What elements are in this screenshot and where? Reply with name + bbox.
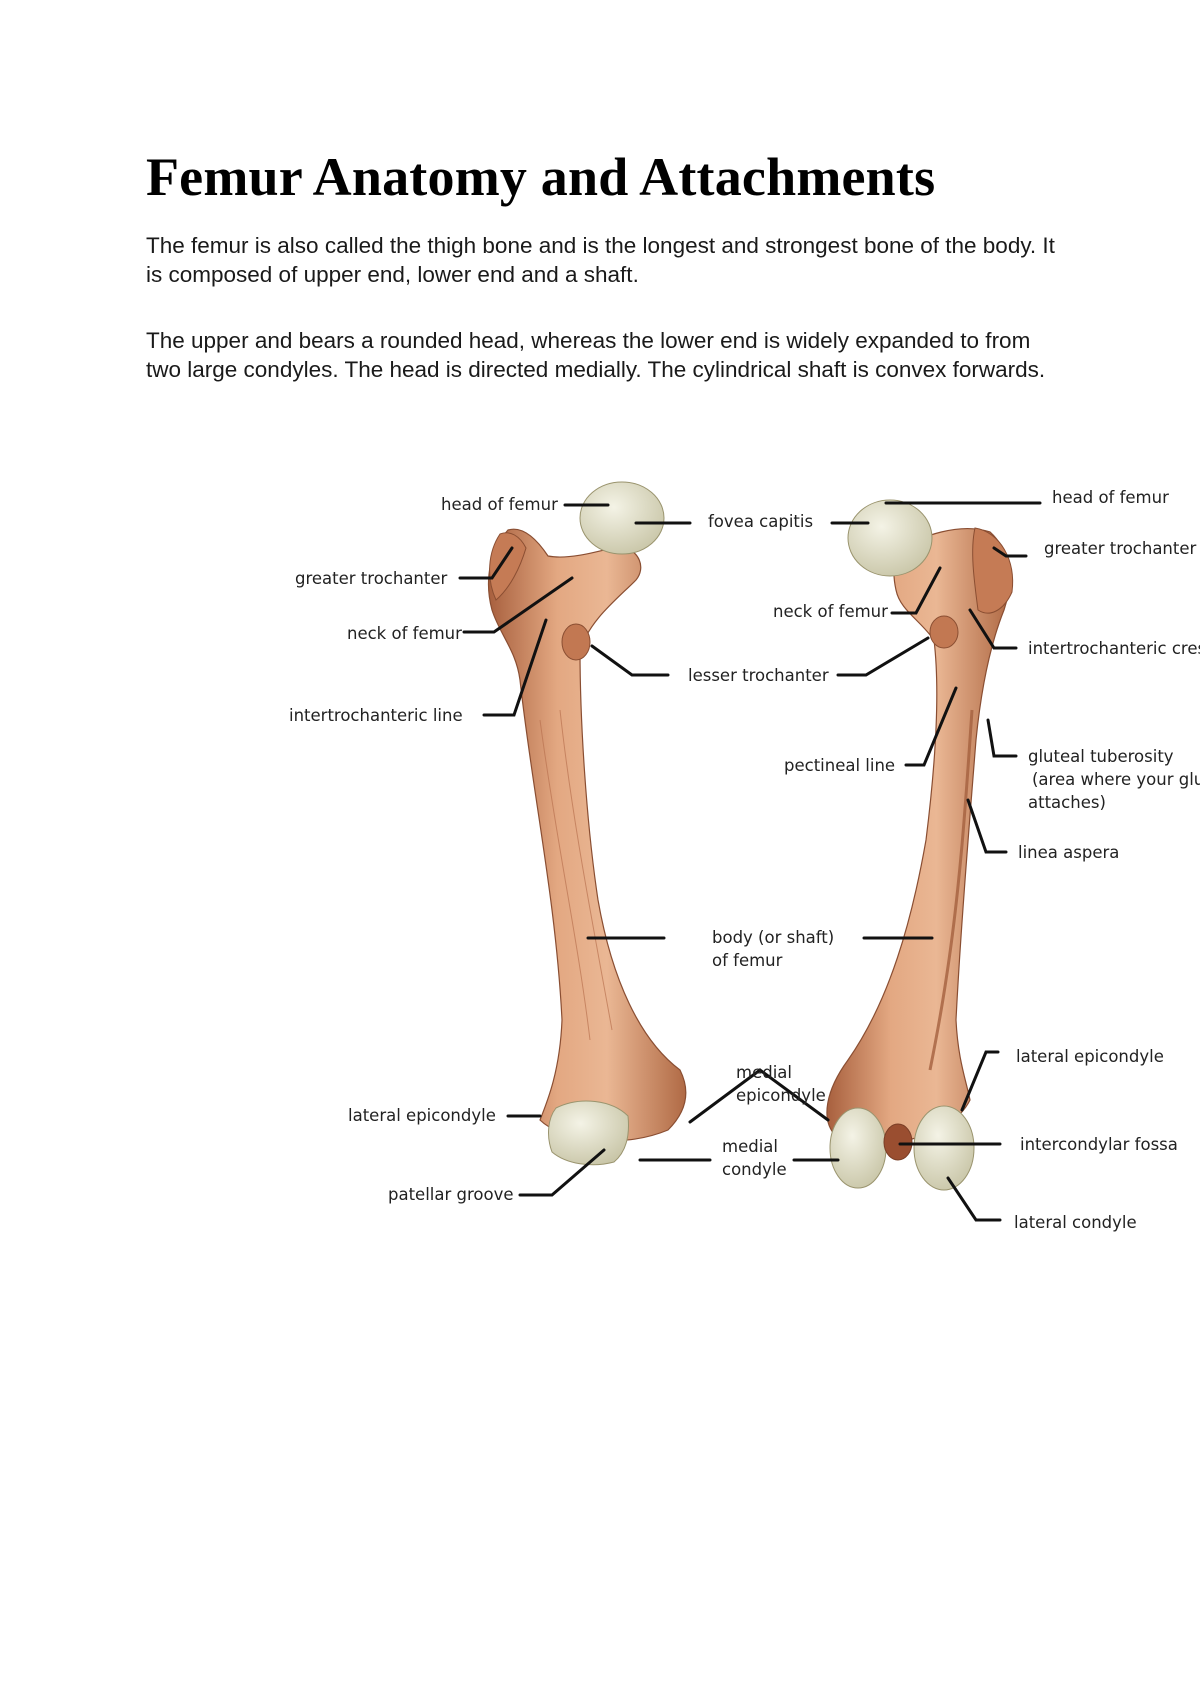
leader-greater-trochanter-right bbox=[992, 546, 1028, 558]
leader-lateral-condyle bbox=[946, 1176, 1002, 1222]
label-body-shaft-line1: body (or shaft) bbox=[712, 928, 834, 947]
anterior-greater-trochanter bbox=[489, 532, 527, 601]
leader-patellar-groove bbox=[518, 1148, 606, 1197]
label-lateral-condyle: lateral condyle bbox=[1014, 1213, 1137, 1232]
label-fovea-capitis: fovea capitis bbox=[708, 512, 813, 531]
posterior-linea-aspera bbox=[928, 709, 974, 1071]
leader-linea-aspera bbox=[966, 798, 1008, 854]
label-intertrochanteric-crest: intertrochanteric cres bbox=[1028, 639, 1200, 658]
label-greater-trochanter-right: greater trochanter bbox=[1044, 539, 1197, 558]
label-head-of-femur-right: head of femur bbox=[1052, 488, 1169, 507]
leader-neck-right bbox=[890, 566, 942, 615]
leader-greater-trochanter-left bbox=[458, 546, 514, 580]
posterior-lesser-trochanter bbox=[929, 615, 959, 649]
label-lateral-epicondyle-left: lateral epicondyle bbox=[348, 1106, 496, 1125]
label-body-shaft-line2: of femur bbox=[712, 951, 783, 970]
label-intercondylar-fossa: intercondylar fossa bbox=[1020, 1135, 1178, 1154]
label-gluteal-tuberosity-line2: (area where your glu bbox=[1032, 770, 1200, 789]
anterior-shaft-shading bbox=[539, 709, 613, 1041]
leader-lateral-epicondyle-right bbox=[960, 1050, 1000, 1112]
label-greater-trochanter-left: greater trochanter bbox=[295, 569, 448, 588]
label-medial-condyle-line1: medial bbox=[722, 1137, 778, 1156]
femur-illustration: head of femur greater trochanter neck of… bbox=[0, 460, 1200, 1320]
anterior-femur bbox=[487, 481, 687, 1166]
label-gluteal-tuberosity-line1: gluteal tuberosity bbox=[1028, 747, 1174, 766]
leader-gluteal-tuberosity bbox=[986, 718, 1018, 758]
label-linea-aspera: linea aspera bbox=[1018, 843, 1119, 862]
figure-labels: head of femur greater trochanter neck of… bbox=[289, 488, 1200, 1232]
label-intertrochanteric-line: intertrochanteric line bbox=[289, 706, 463, 725]
label-patellar-groove: patellar groove bbox=[388, 1185, 514, 1204]
label-neck-of-femur-right: neck of femur bbox=[773, 602, 888, 621]
posterior-lateral-condyle bbox=[913, 1105, 975, 1191]
label-neck-of-femur-left: neck of femur bbox=[347, 624, 462, 643]
posterior-femoral-head bbox=[847, 499, 933, 577]
posterior-intercondylar-fossa bbox=[883, 1123, 913, 1161]
leader-intertrochanteric-line bbox=[482, 618, 548, 717]
femur-diagram: head of femur greater trochanter neck of… bbox=[289, 481, 1200, 1232]
leader-pectineal-line bbox=[904, 686, 958, 767]
leader-lines bbox=[458, 501, 1042, 1222]
label-pectineal-line: pectineal line bbox=[784, 756, 895, 775]
label-head-of-femur-left: head of femur bbox=[441, 495, 558, 514]
page-title: Femur Anatomy and Attachments bbox=[146, 147, 936, 207]
label-lateral-epicondyle-right: lateral epicondyle bbox=[1016, 1047, 1164, 1066]
description-paragraph: The upper and bears a rounded head, wher… bbox=[146, 328, 1046, 382]
anterior-femur-body bbox=[487, 528, 687, 1142]
anterior-lesser-trochanter bbox=[561, 623, 591, 661]
leader-neck-left bbox=[462, 576, 574, 634]
label-medial-condyle-line2: condyle bbox=[722, 1160, 787, 1179]
posterior-femur bbox=[826, 499, 1014, 1191]
leader-intertrochanteric-crest bbox=[968, 608, 1018, 650]
leader-lesser-trochanter-right bbox=[836, 636, 930, 677]
anterior-femoral-head bbox=[579, 481, 665, 555]
label-gluteal-tuberosity-line3: attaches) bbox=[1028, 793, 1106, 812]
leader-lesser-trochanter-left bbox=[590, 644, 670, 677]
intro-paragraph: The femur is also called the thigh bone … bbox=[146, 233, 1055, 287]
leader-medial-epicondyle bbox=[688, 1068, 830, 1124]
posterior-greater-trochanter bbox=[972, 527, 1014, 614]
anterior-patellar-surface bbox=[548, 1100, 629, 1166]
label-medial-epicondyle-line1: medial bbox=[736, 1063, 792, 1082]
posterior-medial-condyle bbox=[829, 1107, 887, 1189]
label-medial-epicondyle-line2: epicondyle bbox=[736, 1086, 826, 1105]
label-lesser-trochanter: lesser trochanter bbox=[688, 666, 829, 685]
